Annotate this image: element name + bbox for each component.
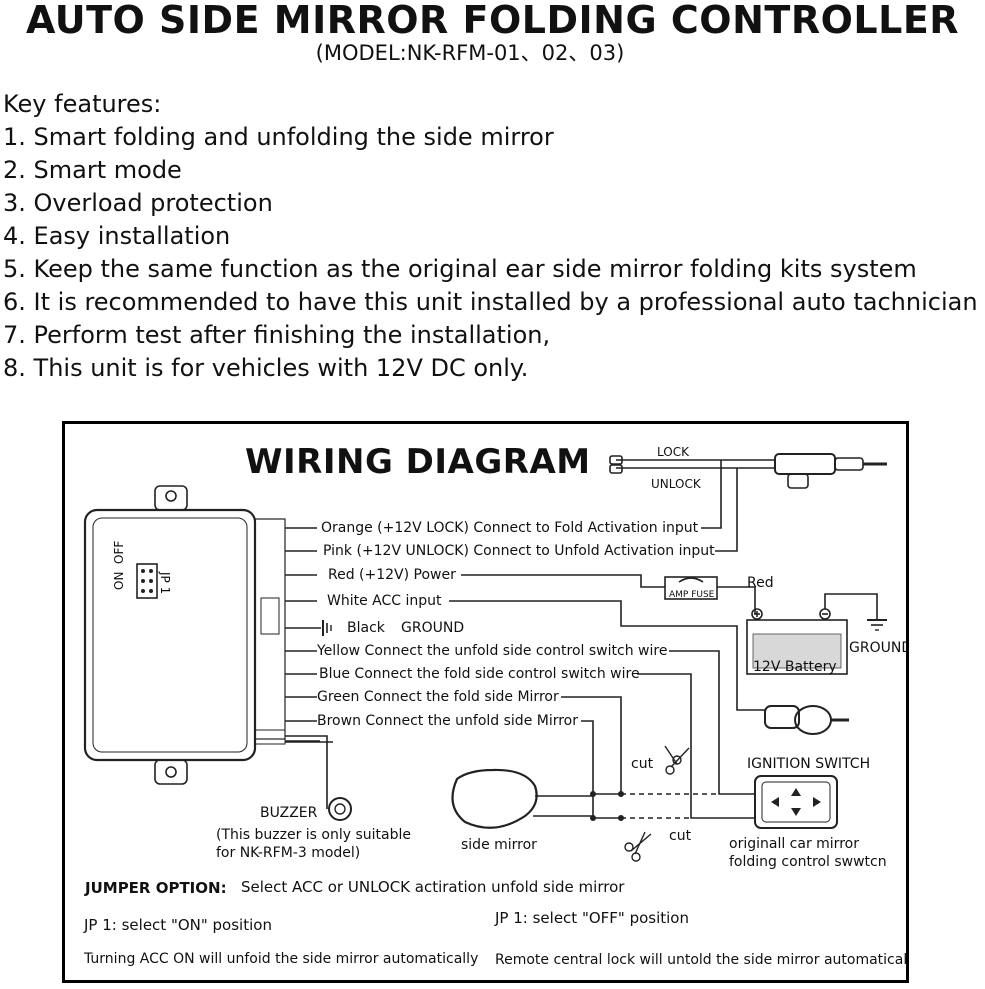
battery-shape (746, 619, 848, 675)
lock-label: LOCK (657, 445, 689, 459)
feature-item: 3. Overload protection (3, 189, 273, 217)
switch-label-1: originall car mirror (729, 836, 859, 852)
wire-green-label: Green Connect the fold side Mirror (317, 689, 559, 705)
wire-blue-label: Blue Connect the fold side control switc… (319, 666, 640, 682)
wire-black-label: Black (347, 620, 385, 636)
battery-label: 12V Battery (753, 659, 837, 675)
jumper-off-label: OFF (112, 540, 126, 564)
buzzer-note-1: (This buzzer is only suitable (216, 827, 412, 843)
feature-item: 1. Smart folding and unfolding the side … (3, 123, 554, 151)
side-mirror-label: side mirror (461, 837, 537, 853)
diagram-title: WIRING DIAGRAM (245, 442, 591, 482)
jp-on-title: JP 1: select "ON" position (84, 916, 272, 934)
wire-ground-label: GROUND (401, 620, 465, 636)
battery-ground-label: GROUND (849, 640, 909, 656)
wire-red-label: Red (+12V) Power (328, 567, 456, 583)
cut-label-bottom: cut (669, 828, 692, 844)
buzzer-label: BUZZER (260, 805, 318, 821)
feature-item: 2. Smart mode (3, 156, 182, 184)
jp-off-description: Remote central lock will untold the side… (495, 952, 909, 968)
jumper-on-label: ON (112, 571, 126, 590)
feature-item: 7. Perform test after finishing the inst… (3, 321, 551, 349)
fuse-label: AMP FUSE (669, 590, 715, 600)
ignition-switch-label: IGNITION SWITCH (747, 756, 871, 772)
key-features: Key features: 1. Smart folding and unfol… (3, 88, 985, 385)
wire-pink-label: Pink (+12V UNLOCK) Connect to Unfold Act… (323, 543, 715, 559)
jp-off-title: JP 1: select "OFF" position (495, 909, 689, 927)
jp-on-description: Turning ACC ON will unfoid the side mirr… (84, 951, 479, 967)
feature-item: 5. Keep the same function as the origina… (3, 255, 917, 283)
feature-item: 8. This unit is for vehicles with 12V DC… (3, 354, 529, 382)
switch-label-2: folding control swwtcn (729, 854, 887, 870)
feature-item: 4. Easy installation (3, 222, 231, 250)
feature-item: 6. It is recommended to have this unit i… (3, 288, 978, 316)
wire-orange-label: Orange (+12V LOCK) Connect to Fold Activ… (321, 520, 699, 536)
red-label: Red (747, 575, 774, 591)
wiring-diagram: WIRING DIAGRAM LOCK UNLOCK Orange (+12V … (62, 421, 909, 983)
features-heading: Key features: (3, 90, 162, 118)
jumper-option-heading: JUMPER OPTION: (85, 879, 227, 897)
wire-yellow-label: Yellow Connect the unfold side control s… (317, 643, 668, 659)
unlock-label: UNLOCK (651, 477, 701, 491)
buzzer-note-2: for NK-RFM-3 model) (216, 845, 361, 861)
jumper-option-text: Select ACC or UNLOCK actiration unfold s… (241, 878, 625, 896)
cut-label-top: cut (631, 756, 654, 772)
wiring-lines (83, 453, 887, 862)
page-title: AUTO SIDE MIRROR FOLDING CONTROLLER (25, 0, 960, 42)
wire-white-label: White ACC input (327, 593, 442, 609)
wire-brown-label: Brown Connect the unfold side Mirror (317, 713, 579, 729)
model-subtitle: (MODEL:NK-RFM-01、02、03) (315, 41, 625, 65)
jumper-jp1-label: JP 1 (158, 572, 172, 595)
switch-arrows (141, 569, 821, 821)
